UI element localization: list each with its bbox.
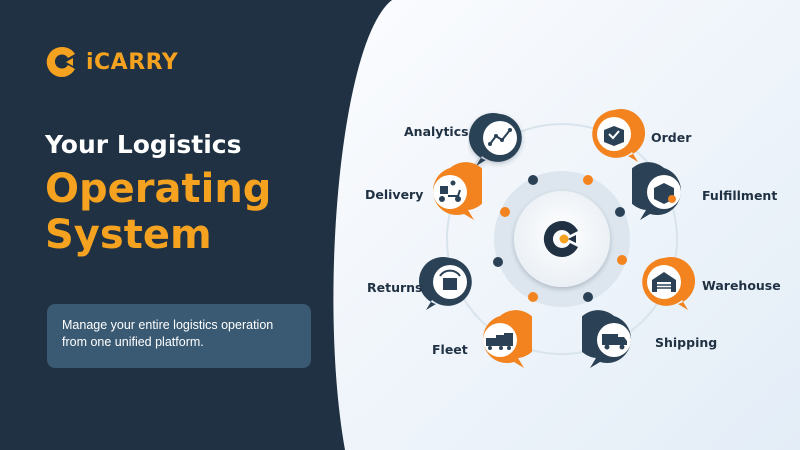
connector-dot xyxy=(528,175,538,185)
connector-dot xyxy=(615,207,625,217)
feature-label-returns: Returns xyxy=(367,280,423,295)
hub-logo-icon xyxy=(543,220,578,257)
icarry-logo-icon xyxy=(46,46,75,77)
connector-dot xyxy=(583,292,593,302)
delivery-node[interactable] xyxy=(418,162,482,226)
feature-label-delivery: Delivery xyxy=(365,187,424,202)
analytics-node[interactable] xyxy=(468,108,532,172)
tagline-card: Manage your entire logistics operation f… xyxy=(47,304,311,368)
brand[interactable]: iCARRY xyxy=(44,44,178,80)
feature-label-fulfillment: Fulfillment xyxy=(702,188,778,203)
feature-label-order: Order xyxy=(651,130,692,145)
tagline-text: Manage your entire logistics operation f… xyxy=(62,318,274,349)
feature-label-shipping: Shipping xyxy=(655,335,718,350)
fleet-trucks-icon xyxy=(486,333,513,350)
connector-dot xyxy=(528,292,538,302)
feature-label-warehouse: Warehouse xyxy=(702,278,781,293)
warehouse-node[interactable] xyxy=(632,252,696,316)
box-gear-icon xyxy=(654,183,676,204)
returns-box-icon xyxy=(439,269,461,290)
connector-dot xyxy=(500,207,510,217)
feature-label-fleet: Fleet xyxy=(432,342,468,357)
brand-name: iCARRY xyxy=(86,49,179,75)
headline-line-1: Your Logistics xyxy=(45,130,242,159)
order-node[interactable] xyxy=(582,104,646,168)
shipping-truck-icon xyxy=(602,334,627,350)
shipping-node[interactable] xyxy=(582,310,646,374)
connector-dot xyxy=(493,257,503,267)
headline-line-3: System xyxy=(45,212,212,258)
fulfillment-node[interactable] xyxy=(632,162,696,226)
returns-node[interactable] xyxy=(418,252,482,316)
connector-dot xyxy=(617,255,627,265)
open-box-check-icon xyxy=(604,126,624,146)
delivery-scooter-icon xyxy=(439,180,461,202)
warehouse-icon xyxy=(652,272,676,292)
analytics-chart-icon xyxy=(488,128,512,146)
headline-line-2: Operating xyxy=(45,166,272,212)
connector-dot xyxy=(583,175,593,185)
fleet-node[interactable] xyxy=(468,310,532,374)
feature-label-analytics: Analytics xyxy=(404,124,469,139)
